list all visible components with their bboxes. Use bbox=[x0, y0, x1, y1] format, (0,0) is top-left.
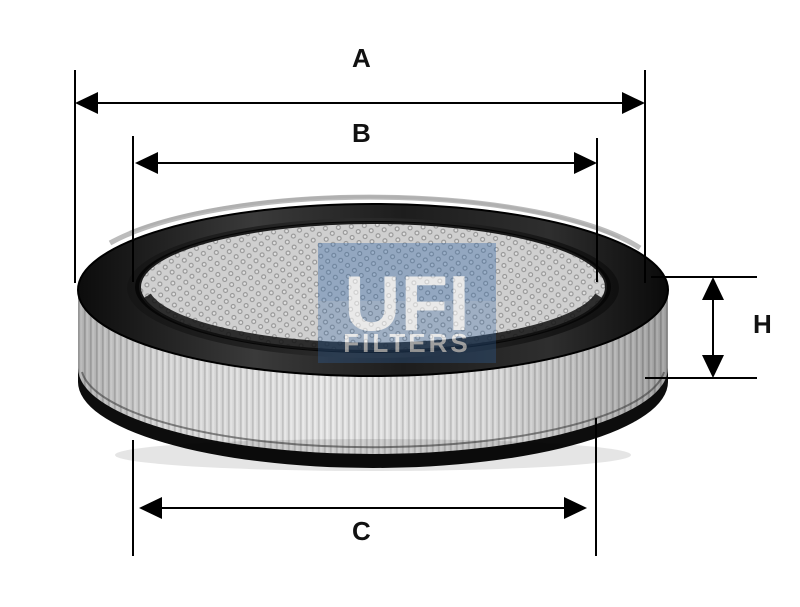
dimension-label-c: C bbox=[352, 516, 372, 546]
dimension-annotations bbox=[74, 70, 757, 556]
dimension-arrow-c bbox=[139, 497, 587, 519]
watermark-subtitle: FILTERS bbox=[343, 328, 470, 358]
dimension-label-a: A bbox=[352, 43, 372, 73]
dimension-arrow-a bbox=[75, 92, 645, 114]
filter-bottom-rim bbox=[78, 368, 668, 468]
dimension-arrow-h bbox=[702, 277, 724, 378]
dimension-label-b: B bbox=[352, 118, 372, 148]
dimension-arrow-b bbox=[135, 152, 597, 174]
watermark-brand: UFI bbox=[344, 259, 470, 347]
filter-mesh-screen bbox=[139, 222, 607, 352]
ufi-watermark: UFI FILTERS bbox=[318, 243, 496, 363]
drop-shadow bbox=[115, 439, 631, 471]
dimension-label-h: H bbox=[753, 309, 773, 339]
